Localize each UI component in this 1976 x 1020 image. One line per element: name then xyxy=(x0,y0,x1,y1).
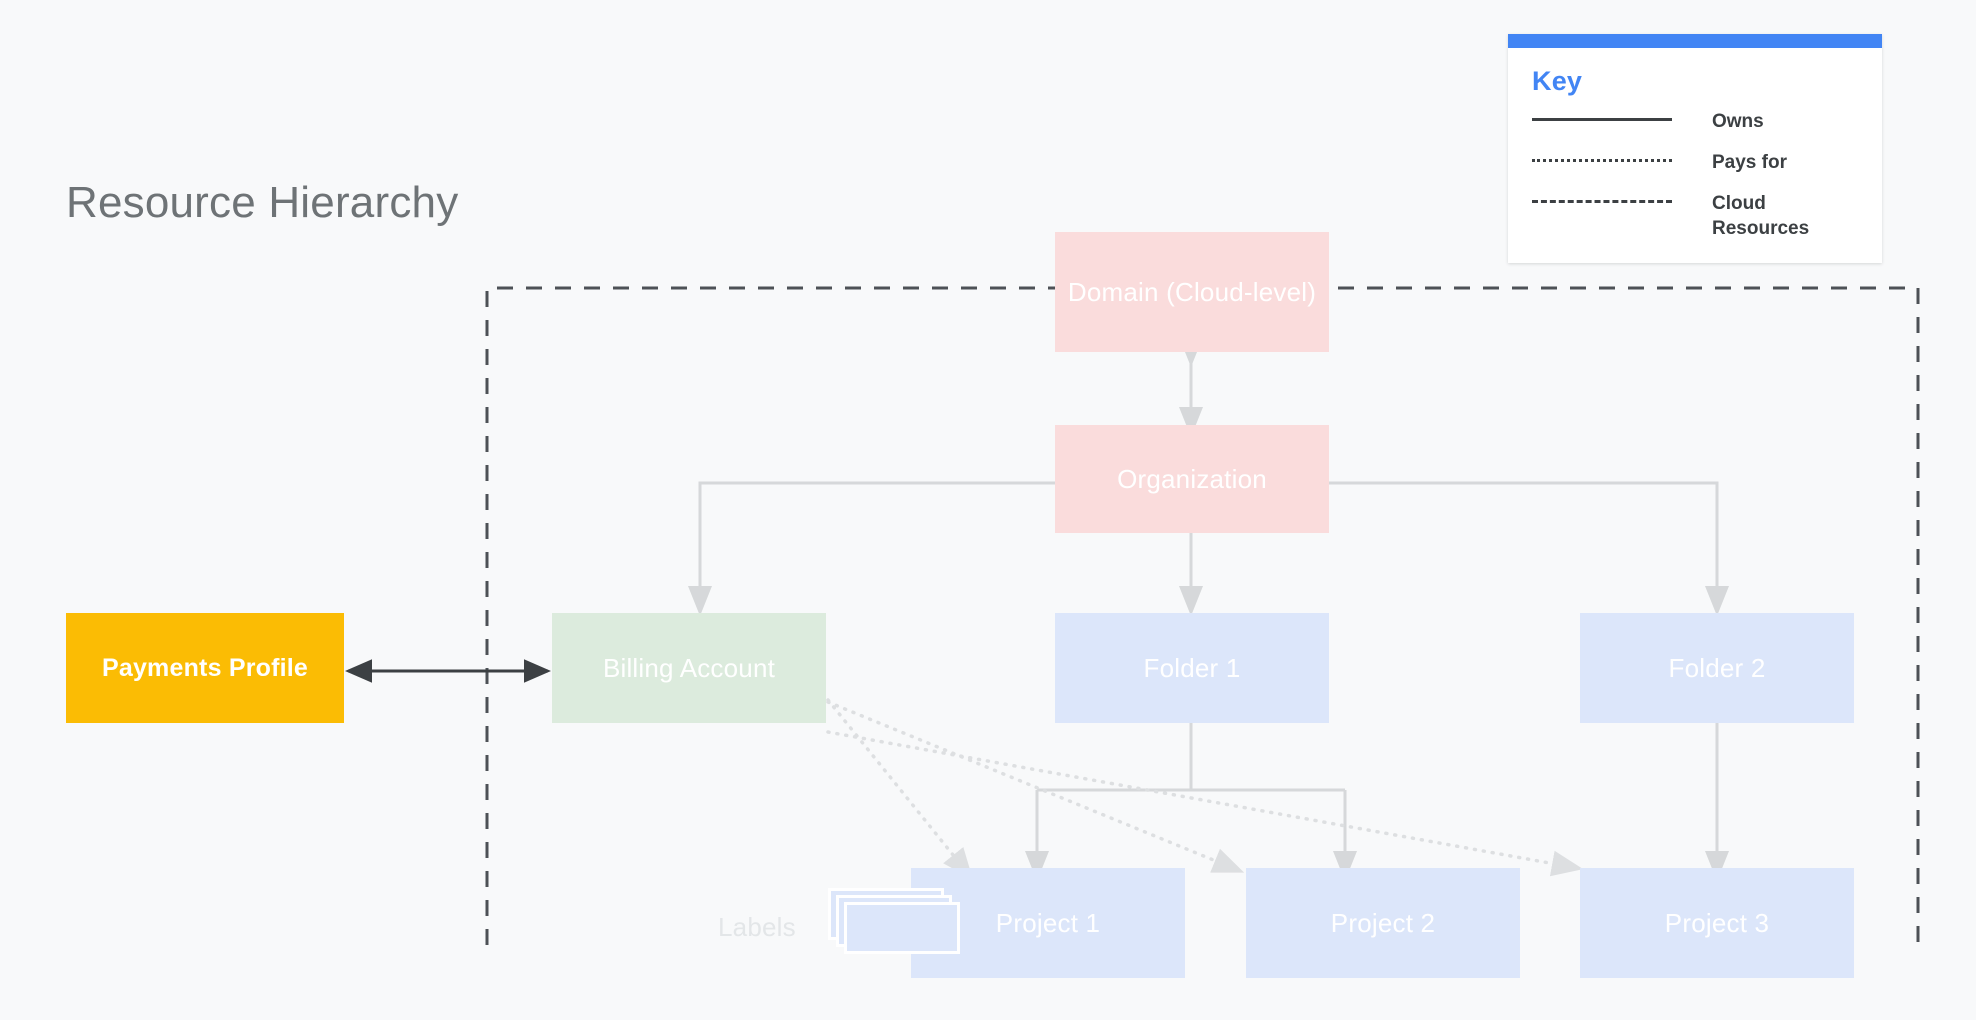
node-folder-1[interactable]: Folder 1 xyxy=(1055,613,1329,723)
node-organization[interactable]: Organization xyxy=(1055,425,1329,533)
solid-line-icon xyxy=(1532,109,1672,129)
key-item-owns: Owns xyxy=(1532,109,1858,135)
key-panel: Key Owns Pays for Cloud Resources xyxy=(1508,34,1882,264)
page-title: Resource Hierarchy xyxy=(66,178,459,227)
key-item-owns-label: Owns xyxy=(1712,111,1764,132)
node-domain[interactable]: Domain (Cloud-level) xyxy=(1055,232,1329,352)
edge-billing-pays-projects xyxy=(826,698,1584,880)
dotted-line-icon xyxy=(1532,150,1672,170)
key-item-pays-for: Pays for xyxy=(1532,150,1858,176)
key-item-pays-for-label: Pays for xyxy=(1712,152,1787,173)
labels-stack-icon[interactable] xyxy=(828,888,960,954)
node-project-2-label: Project 2 xyxy=(1330,907,1436,938)
edge-folder-1-projects xyxy=(1025,723,1357,881)
edge-organization-folder-2 xyxy=(1328,481,1729,616)
node-project-3-label: Project 3 xyxy=(1664,907,1770,938)
node-payments-profile-label: Payments Profile xyxy=(101,653,309,682)
edge-organization-billing-account xyxy=(688,481,1055,616)
node-folder-2-label: Folder 2 xyxy=(1668,652,1766,683)
node-domain-label: Domain (Cloud-level) xyxy=(1067,276,1317,307)
node-billing-account[interactable]: Billing Account xyxy=(552,613,826,723)
dashed-line-icon xyxy=(1532,191,1672,211)
node-billing-account-label: Billing Account xyxy=(602,652,776,683)
node-folder-2[interactable]: Folder 2 xyxy=(1580,613,1854,723)
key-item-cloud-resources: Cloud Resources xyxy=(1532,191,1858,241)
node-folder-1-label: Folder 1 xyxy=(1143,652,1241,683)
key-title: Key xyxy=(1532,66,1583,96)
labels-caption: Labels xyxy=(718,912,796,942)
node-project-2[interactable]: Project 2 xyxy=(1246,868,1520,978)
node-organization-label: Organization xyxy=(1117,463,1267,494)
key-panel-accent-bar xyxy=(1508,34,1882,48)
node-project-1-label: Project 1 xyxy=(995,907,1101,938)
node-project-3[interactable]: Project 3 xyxy=(1580,868,1854,978)
key-item-cloud-resources-label: Cloud Resources xyxy=(1712,193,1810,240)
labels-card-front xyxy=(844,902,960,954)
node-payments-profile[interactable]: Payments Profile xyxy=(66,613,344,723)
key-panel-body: Key Owns Pays for Cloud Resources xyxy=(1508,48,1882,263)
